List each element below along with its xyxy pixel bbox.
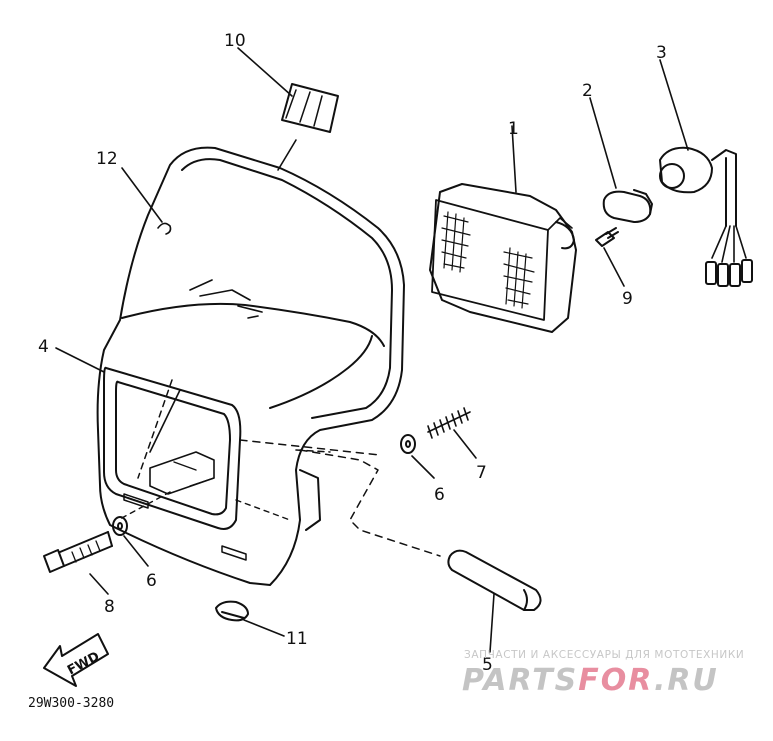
socket-part-3 <box>659 146 753 287</box>
callout-10: 11 <box>286 629 308 649</box>
watermark: ЗАПЧАСТИ И АКСЕССУАРЫ ДЛЯ МОТОТЕХНИКИ PA… <box>462 649 744 698</box>
screw-part-9 <box>595 227 619 247</box>
leader-lines <box>55 47 689 653</box>
washer-part-6-lower <box>112 516 128 536</box>
callout-5: 5 <box>482 655 493 675</box>
diagram-code: 29W300-3280 <box>28 696 114 711</box>
headlight-cover-part <box>96 146 405 586</box>
grommet-part-10 <box>215 600 249 622</box>
callout-11: 10 <box>224 31 246 51</box>
watermark-tagline: ЗАПЧАСТИ И АКСЕССУАРЫ ДЛЯ МОТОТЕХНИКИ <box>464 649 744 661</box>
headlight-unit-part-1 <box>429 183 577 333</box>
callout-9: 9 <box>622 289 633 309</box>
bulb-part-2 <box>602 189 653 223</box>
grommet-part-11 <box>281 83 339 133</box>
callout-8: 8 <box>104 597 115 617</box>
callout-1: 1 <box>508 119 519 139</box>
callout-2: 2 <box>582 81 593 101</box>
callout-6-lower: 6 <box>146 571 157 591</box>
callout-12: 12 <box>96 149 118 169</box>
washer-part-6-upper <box>400 434 416 454</box>
fwd-arrow: FWD <box>43 633 109 687</box>
watermark-brand: PARTSFOR.RU <box>462 663 719 698</box>
bolt-part-8 <box>43 531 113 573</box>
wire-guide-part-5 <box>299 449 542 611</box>
callout-6-upper: 6 <box>434 485 445 505</box>
fwd-label: FWD <box>65 649 102 678</box>
callout-4: 4 <box>38 337 49 357</box>
callout-3: 3 <box>656 43 667 63</box>
callout-numbers: 10 12 1 2 3 4 9 7 6 6 8 5 11 <box>38 31 667 675</box>
spring-part-7 <box>427 407 471 439</box>
clip-part-12 <box>157 222 172 235</box>
callout-7: 7 <box>476 463 487 483</box>
